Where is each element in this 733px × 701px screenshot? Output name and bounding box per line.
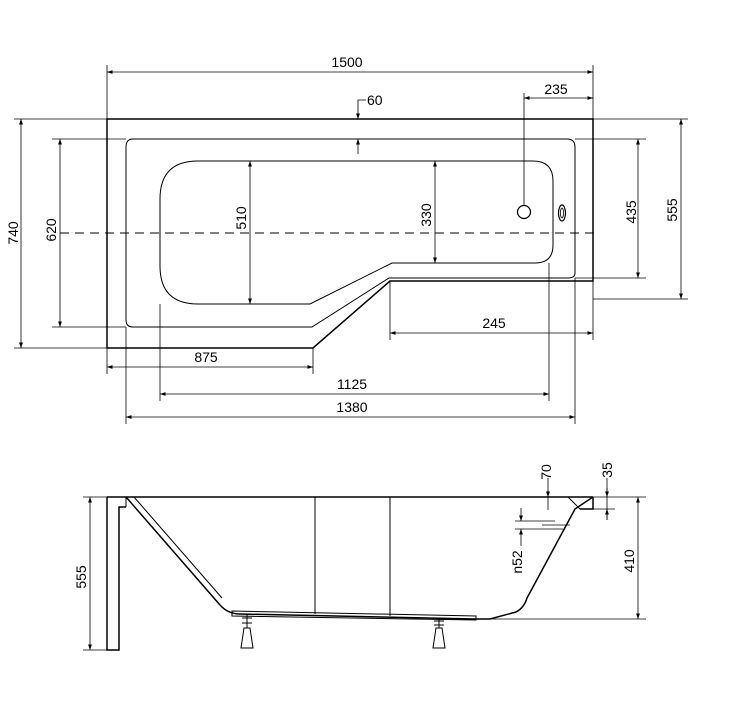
dim-overall-length: 1500 [331, 54, 362, 70]
dim-rim-step: 70 [538, 464, 554, 480]
dim-inner-width: 620 [43, 218, 59, 242]
base-frame [231, 610, 477, 621]
dim-overall-height: 555 [73, 565, 89, 589]
dim-narrow-overall-width: 555 [664, 198, 680, 222]
dim-overflow-height: n52 [509, 550, 525, 574]
inner-rim-right [567, 496, 581, 510]
top-view: 1500 235 60 740 620 510 330 435 [5, 54, 688, 424]
overflow-inner-icon [560, 207, 564, 219]
dim-wide-section-length: 875 [194, 349, 218, 365]
dim-basin-width: 510 [233, 206, 249, 230]
side-view: 555 70 35 n52 410 [73, 462, 646, 651]
dim-rim-width: 60 [367, 92, 383, 108]
dim-overall-width: 740 [5, 221, 21, 245]
dim-basin-length: 1125 [337, 376, 367, 392]
dim-narrow-section-length: 245 [482, 315, 506, 331]
drain-icon [516, 204, 532, 220]
dim-line-60 [356, 99, 366, 119]
dim-drain-offset: 235 [544, 81, 568, 97]
bath-rim-outline [125, 138, 576, 328]
foot-right [432, 618, 446, 649]
front-panel [106, 497, 126, 651]
dim-rim-edge: 35 [599, 462, 615, 478]
dim-inner-length: 1380 [336, 399, 367, 415]
overflow-icon [557, 204, 567, 222]
foot-left [240, 614, 254, 649]
dim-narrow-inner-width: 435 [623, 200, 639, 224]
bath-basin-outline [159, 160, 554, 305]
bath-inner-profile [133, 496, 223, 599]
dim-narrow-basin-width: 330 [418, 203, 434, 227]
dim-depth: 410 [621, 549, 637, 573]
